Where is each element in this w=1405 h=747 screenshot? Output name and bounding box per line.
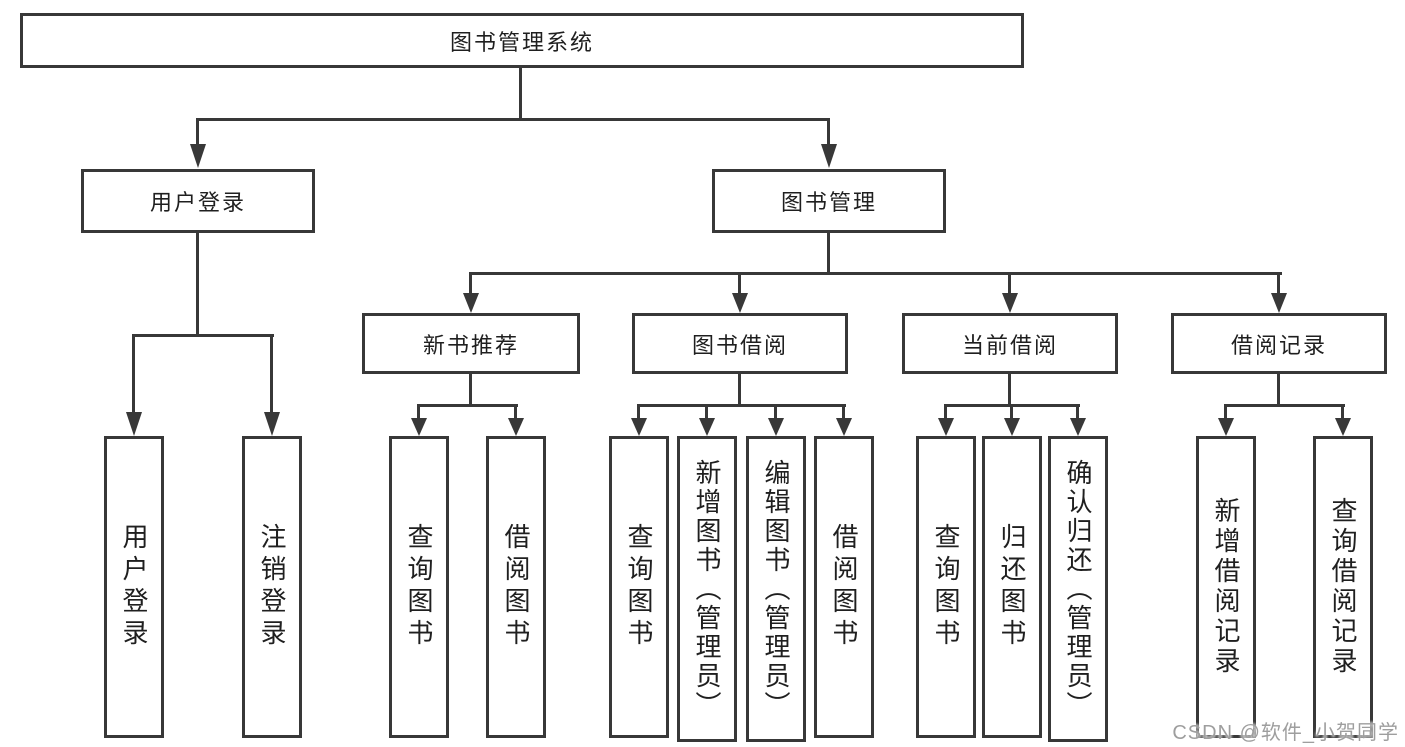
connector (738, 272, 741, 295)
connector (944, 404, 947, 419)
node-book-borrow-label: 图书借阅 (691, 332, 788, 358)
connector (827, 233, 830, 275)
connector (637, 404, 846, 407)
node-current-borrow-label: 当前借阅 (961, 332, 1058, 358)
leaf-br-add-record: 新增借阅记录 (1196, 436, 1256, 738)
leaf-br-query-record-label: 查询借阅记录 (1328, 497, 1358, 677)
csdn-watermark: CSDN @软件_小贺同学 (1172, 722, 1399, 744)
connector (1010, 404, 1013, 419)
connector (637, 404, 640, 419)
leaf-nb-query-book: 查询图书 (389, 436, 449, 738)
connector (196, 118, 830, 121)
connector (1277, 272, 1280, 295)
node-book-borrow: 图书借阅 (632, 313, 848, 374)
arrowhead (768, 418, 784, 436)
connector (469, 272, 1282, 275)
arrowhead (1002, 293, 1018, 313)
leaf-bb-borrow-book-label: 借阅图书 (829, 523, 859, 651)
leaf-logout: 注销登录 (242, 436, 302, 738)
leaf-cb-query-book-label: 查询图书 (931, 523, 961, 651)
connector (519, 66, 522, 120)
node-user-login-label: 用户登录 (149, 190, 246, 215)
connector (469, 374, 472, 407)
leaf-logout-label: 注销登录 (257, 523, 287, 651)
arrowhead (126, 412, 142, 436)
connector (1008, 272, 1011, 295)
connector (1076, 404, 1079, 419)
connector (738, 374, 741, 407)
leaf-cb-return-book: 归还图书 (982, 436, 1042, 738)
arrowhead (1218, 418, 1234, 436)
leaf-user-login-label: 用户登录 (119, 523, 149, 651)
arrowhead (1004, 418, 1020, 436)
connector (132, 334, 274, 337)
arrowhead (821, 144, 837, 168)
node-root: 图书管理系统 (20, 13, 1024, 68)
arrowhead (938, 418, 954, 436)
leaf-cb-confirm-return-admin-label: 确认归还（管理员） (1063, 458, 1093, 720)
connector (1341, 404, 1344, 419)
leaf-bb-query-book: 查询图书 (609, 436, 669, 738)
arrowhead (190, 144, 206, 168)
connector (270, 334, 273, 414)
arrowhead (1271, 293, 1287, 313)
leaf-cb-query-book: 查询图书 (916, 436, 976, 738)
leaf-br-query-record: 查询借阅记录 (1313, 436, 1373, 738)
leaf-bb-edit-book-admin-label: 编辑图书（管理员） (761, 458, 791, 720)
connector (827, 118, 830, 146)
leaf-bb-borrow-book: 借阅图书 (814, 436, 874, 738)
leaf-nb-borrow-book: 借阅图书 (486, 436, 546, 738)
connector (132, 334, 135, 414)
arrowhead (732, 293, 748, 313)
leaf-cb-confirm-return-admin: 确认归还（管理员） (1048, 436, 1108, 742)
arrowhead (264, 412, 280, 436)
connector (469, 272, 472, 295)
connector (196, 118, 199, 146)
leaf-bb-edit-book-admin: 编辑图书（管理员） (746, 436, 806, 742)
node-user-login: 用户登录 (81, 169, 315, 233)
connector (1277, 374, 1280, 407)
connector (417, 404, 518, 407)
arrowhead (631, 418, 647, 436)
arrowhead (508, 418, 524, 436)
leaf-user-login: 用户登录 (104, 436, 164, 738)
leaf-bb-query-book-label: 查询图书 (624, 523, 654, 651)
leaf-bb-add-book-admin: 新增图书（管理员） (677, 436, 737, 742)
arrowhead (411, 418, 427, 436)
node-current-borrow: 当前借阅 (902, 313, 1118, 374)
connector (842, 404, 845, 419)
node-borrow-records: 借阅记录 (1171, 313, 1387, 374)
connector (514, 404, 517, 419)
node-root-label: 图书管理系统 (449, 29, 594, 55)
connector (1224, 404, 1227, 419)
connector (1008, 374, 1011, 407)
connector (705, 404, 708, 419)
node-borrow-records-label: 借阅记录 (1230, 332, 1327, 358)
leaf-bb-add-book-admin-label: 新增图书（管理员） (692, 458, 722, 720)
node-book-management-label: 图书管理 (780, 190, 877, 215)
arrowhead (463, 293, 479, 313)
node-new-book-recommend-label: 新书推荐 (422, 332, 519, 358)
leaf-nb-borrow-book-label: 借阅图书 (501, 523, 531, 651)
leaf-nb-query-book-label: 查询图书 (404, 523, 434, 651)
connector (196, 233, 199, 337)
node-new-book-recommend: 新书推荐 (362, 313, 580, 374)
connector (1224, 404, 1345, 407)
leaf-cb-return-book-label: 归还图书 (997, 523, 1027, 651)
connector (417, 404, 420, 419)
node-book-management: 图书管理 (712, 169, 946, 233)
arrowhead (1070, 418, 1086, 436)
arrowhead (1335, 418, 1351, 436)
leaf-br-add-record-label: 新增借阅记录 (1211, 497, 1241, 677)
connector (774, 404, 777, 419)
arrowhead (699, 418, 715, 436)
arrowhead (836, 418, 852, 436)
